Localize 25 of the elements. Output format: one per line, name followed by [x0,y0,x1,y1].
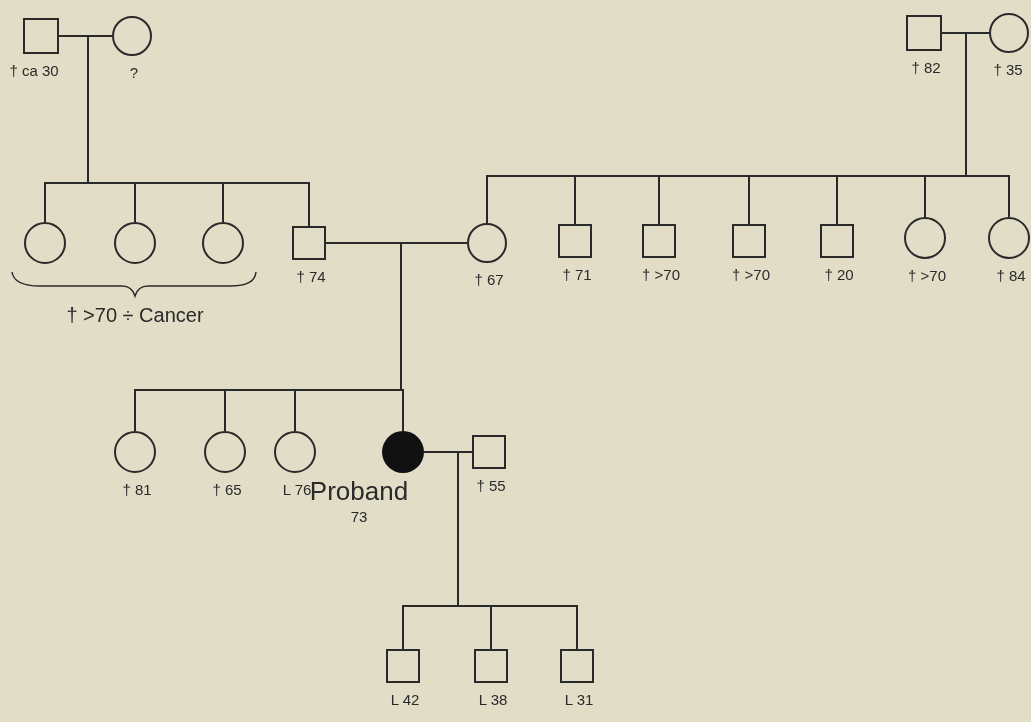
age-label: † 67 [474,271,504,290]
age-label: † 74 [296,268,326,287]
age-label: † 55 [476,477,506,496]
age-label: † >70 [642,266,680,285]
age-label: † >70 [908,267,946,286]
pedigree-line [941,32,1010,218]
age-label: ? [129,64,139,83]
age-label: † 35 [993,61,1023,80]
age-label: † ca 30 [9,62,59,81]
age-label: † 84 [996,267,1026,286]
age-label: L 38 [478,691,508,710]
group-note: † >70 ÷ Cancer [65,303,205,328]
age-label: 73 [350,507,368,527]
pedigree-line [325,242,404,432]
age-label: L 42 [390,691,420,710]
age-label: † 81 [122,481,152,500]
age-label: † 65 [212,481,242,500]
age-label: † 71 [562,266,592,285]
age-label: L 76 [282,481,312,500]
age-label: † 82 [911,59,941,78]
age-label: † >70 [732,266,770,285]
pedigree-line [423,451,578,650]
age-label: L 31 [564,691,594,710]
pedigree-line [58,35,310,227]
age-label: † 20 [824,266,854,285]
